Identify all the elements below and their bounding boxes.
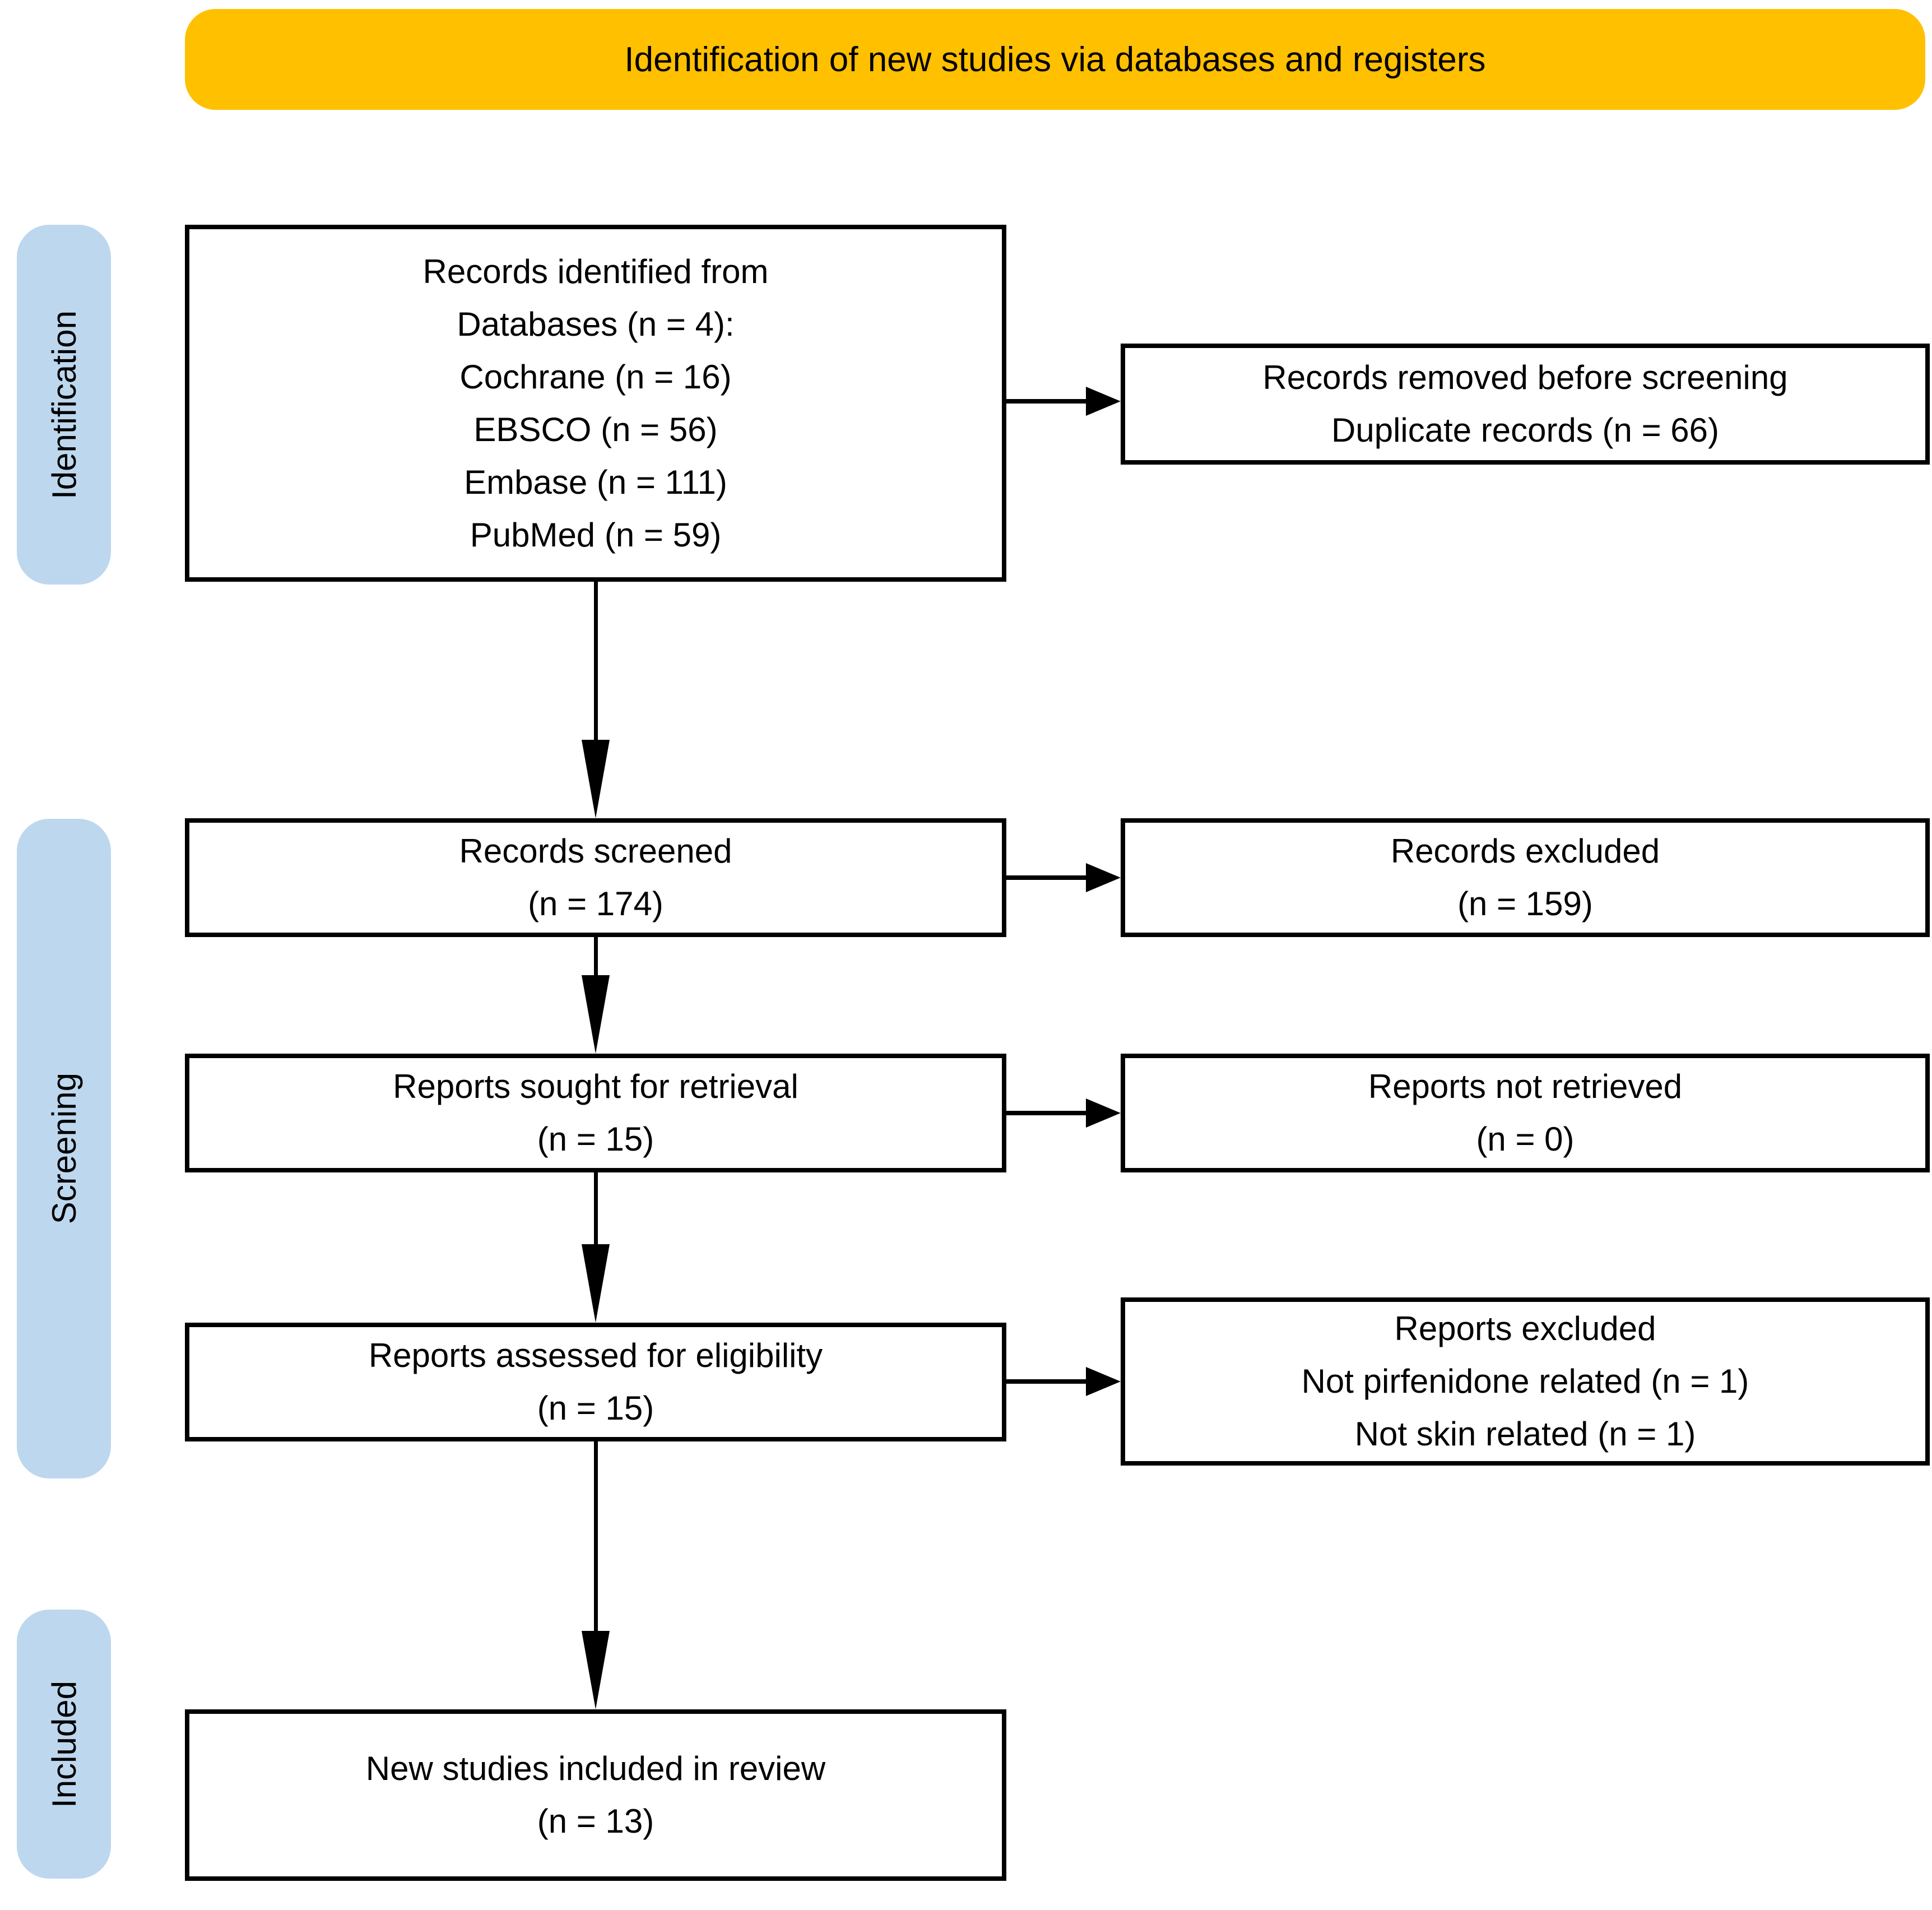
box-records-identified: Records identified from Databases (n = 4… [185, 225, 1006, 582]
box-line: Reports sought for retrieval [393, 1068, 798, 1105]
box-line: Embase (n = 111) [464, 463, 727, 501]
arrow-down-icon [582, 740, 610, 818]
title-banner: Identification of new studies via databa… [185, 9, 1925, 110]
stage-label-screening: Screening [17, 819, 111, 1478]
arrow-down-icon [582, 975, 610, 1054]
box-line: Duplicate records (n = 66) [1331, 411, 1719, 449]
box-reports-excluded: Reports excluded Not pirfenidone related… [1121, 1297, 1930, 1466]
box-line: Databases (n = 4): [457, 305, 735, 343]
box-line: Reports assessed for eligibility [368, 1337, 823, 1374]
stage-label-screening-text: Screening [45, 1073, 83, 1225]
box-reports-sought: Reports sought for retrieval (n = 15) [185, 1054, 1006, 1172]
stage-label-included: Included [17, 1610, 111, 1879]
arrow-identified-to-removed-line [1006, 399, 1090, 404]
box-new-studies-included: New studies included in review (n = 13) [185, 1709, 1006, 1881]
box-line: (n = 15) [537, 1120, 654, 1158]
arrow-screened-to-sought-line [594, 937, 598, 981]
box-line: PubMed (n = 59) [470, 516, 722, 554]
box-records-screened: Records screened (n = 174) [185, 818, 1006, 937]
box-reports-not-retrieved: Reports not retrieved (n = 0) [1121, 1054, 1930, 1172]
arrow-right-icon [1086, 1367, 1121, 1396]
box-line: (n = 174) [528, 885, 663, 922]
box-line: (n = 0) [1476, 1120, 1575, 1158]
arrow-down-icon [582, 1631, 610, 1709]
box-reports-assessed: Reports assessed for eligibility (n = 15… [185, 1323, 1006, 1441]
box-line: Not pirfenidone related (n = 1) [1301, 1362, 1749, 1400]
stage-label-included-text: Included [45, 1680, 83, 1808]
arrow-screened-to-excluded-line [1006, 875, 1090, 880]
arrow-right-icon [1086, 387, 1121, 416]
box-line: Cochrane (n = 16) [459, 358, 732, 396]
box-line: Records screened [459, 832, 732, 870]
arrow-sought-to-assessed-line [594, 1172, 598, 1250]
arrow-assessed-to-included-line [594, 1441, 598, 1637]
box-line: Reports excluded [1394, 1310, 1656, 1347]
arrow-down-icon [582, 1244, 610, 1323]
box-line: (n = 159) [1457, 885, 1593, 922]
box-line: New studies included in review [365, 1750, 826, 1787]
box-line: EBSCO (n = 56) [473, 410, 718, 448]
arrow-identified-to-screened-line [594, 582, 598, 745]
diagram-title: Identification of new studies via databa… [624, 40, 1486, 79]
arrow-right-icon [1086, 1098, 1121, 1128]
box-line: (n = 15) [537, 1389, 654, 1427]
box-line: Reports not retrieved [1368, 1068, 1683, 1105]
box-records-removed: Records removed before screening Duplica… [1121, 344, 1930, 465]
arrow-sought-to-notretrieved-line [1006, 1111, 1090, 1115]
arrow-right-icon [1086, 863, 1121, 892]
box-records-excluded: Records excluded (n = 159) [1121, 818, 1930, 937]
stage-label-identification: Identification [17, 225, 111, 585]
box-line: Records excluded [1390, 832, 1660, 870]
box-line: Records identified from [422, 252, 769, 290]
box-line: Not skin related (n = 1) [1354, 1415, 1696, 1453]
box-line: Records removed before screening [1262, 359, 1788, 396]
arrow-assessed-to-repexcluded-line [1006, 1379, 1090, 1384]
stage-label-identification-text: Identification [45, 310, 83, 499]
box-line: (n = 13) [537, 1802, 654, 1840]
